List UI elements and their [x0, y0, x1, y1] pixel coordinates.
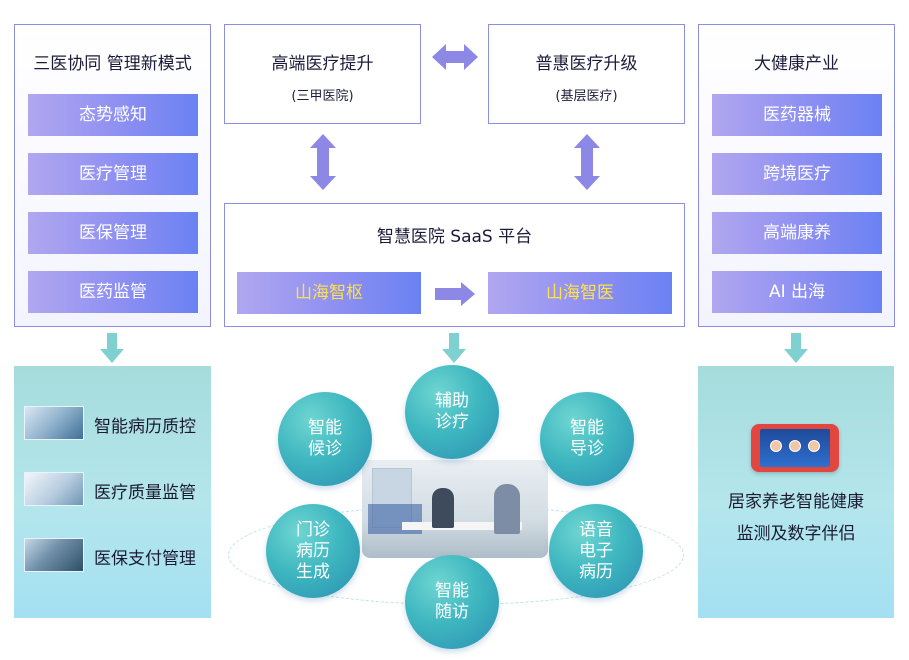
platform-chip-shanhai-zhishu[interactable]: 山海智枢 — [237, 272, 421, 314]
tablet-avatar — [789, 440, 801, 452]
tablet-screen — [760, 429, 830, 467]
circle-assisted-diagnosis[interactable]: 辅助 诊疗 — [405, 365, 499, 459]
down-arrow-left — [100, 333, 124, 363]
top-left-box-subtitle: (三甲医院) — [291, 89, 354, 104]
double-arrow-vertical-left — [310, 134, 336, 190]
left-feature-box: 智能病历质控 医疗质量监管 医保支付管理 — [14, 366, 211, 618]
double-arrow-horizontal — [432, 44, 478, 70]
saas-platform-box: 智慧医院 SaaS 平台 山海智枢 山海智医 — [224, 203, 685, 327]
record-qc-thumbnail — [24, 406, 84, 440]
tablet-avatar — [808, 440, 820, 452]
down-arrow-middle — [442, 333, 466, 363]
insurance-payment-thumbnail — [24, 538, 84, 572]
circle-label: 门诊 病历 生成 — [296, 519, 330, 582]
circle-smart-followup[interactable]: 智能 随访 — [405, 555, 499, 649]
tablet-avatar — [770, 440, 782, 452]
right-feature-box — [698, 366, 894, 618]
circle-label: 语音 电子 病历 — [579, 519, 613, 582]
right-item-ai-overseas[interactable]: AI 出海 — [712, 271, 882, 313]
quality-supervision-thumbnail — [24, 472, 84, 506]
circle-label: 辅助 诊疗 — [435, 391, 469, 432]
photo-patient — [494, 484, 520, 534]
feature-label: 医保支付管理 — [94, 549, 196, 569]
double-arrow-vertical-right — [574, 134, 600, 190]
circle-smart-waiting[interactable]: 智能 候诊 — [278, 392, 372, 486]
circle-outpatient-record[interactable]: 门诊 病历 生成 — [266, 504, 360, 598]
photo-desk — [402, 522, 522, 530]
circle-label: 智能 导诊 — [570, 418, 604, 459]
platform-chip-shanhai-zhiyi[interactable]: 山海智医 — [488, 272, 672, 314]
circle-label: 智能 候诊 — [308, 418, 342, 459]
feature-label: 医疗质量监管 — [94, 483, 196, 503]
circle-smart-guidance[interactable]: 智能 导诊 — [540, 392, 634, 486]
right-item-cross-border-medical[interactable]: 跨境医疗 — [712, 153, 882, 195]
right-panel-title: 大健康产业 — [754, 54, 839, 74]
right-item-elderly-care[interactable]: 高端康养 — [712, 212, 882, 254]
left-panel-title: 三医协同 管理新模式 — [33, 54, 192, 74]
top-right-box-title: 普惠医疗升级 — [535, 54, 638, 74]
home-care-caption-line2: 监测及数字伴侣 — [736, 524, 856, 544]
right-item-medical-devices[interactable]: 医药器械 — [712, 94, 882, 136]
home-care-caption-line1: 居家养老智能健康 — [728, 492, 864, 512]
circle-voice-emr[interactable]: 语音 电子 病历 — [549, 504, 643, 598]
left-item-drug-supervision[interactable]: 医药监管 — [28, 271, 198, 313]
down-arrow-right — [784, 333, 808, 363]
circle-label: 智能 随访 — [435, 581, 469, 622]
doctor-consultation-photo — [362, 460, 548, 558]
feature-label: 智能病历质控 — [94, 417, 196, 437]
top-left-box-title: 高端医疗提升 — [271, 54, 374, 74]
left-panel: 三医协同 管理新模式 态势感知 医疗管理 医保管理 医药监管 — [14, 24, 211, 327]
left-item-medical-management[interactable]: 医疗管理 — [28, 153, 198, 195]
photo-doctor — [432, 488, 454, 528]
right-panel: 大健康产业 医药器械 跨境医疗 高端康养 AI 出海 — [698, 24, 895, 327]
top-left-box: 高端医疗提升 (三甲医院) — [224, 24, 421, 124]
companion-tablet-image — [751, 424, 839, 472]
left-item-situation[interactable]: 态势感知 — [28, 94, 198, 136]
top-right-box: 普惠医疗升级 (基层医疗) — [488, 24, 685, 124]
top-right-box-subtitle: (基层医疗) — [555, 89, 618, 104]
saas-platform-title: 智慧医院 SaaS 平台 — [376, 227, 533, 247]
left-item-insurance-management[interactable]: 医保管理 — [28, 212, 198, 254]
arrow-right-icon — [435, 282, 475, 306]
